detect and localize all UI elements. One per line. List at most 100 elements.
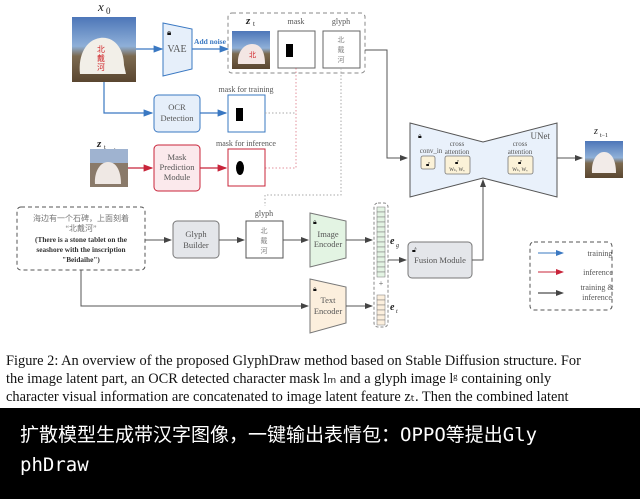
glyph-label-top: glyph: [332, 17, 350, 26]
zt-early-image: [90, 149, 128, 187]
lock-icon: 🔒︎: [313, 218, 317, 226]
svg-text:t: t: [253, 20, 255, 28]
svg-text:Prediction: Prediction: [160, 162, 196, 172]
glyph-box-mid: [245, 220, 284, 259]
svg-text:attention: attention: [508, 148, 533, 156]
eg-embedding: [376, 206, 386, 278]
headline-line: 扩散模型生成带汉字图像，一键输出表情包：OPPO等提出Gly: [20, 424, 538, 446]
arrow-fusion-unet: [472, 179, 486, 261]
embedding-cell: [376, 294, 386, 301]
svg-text:t: t: [104, 145, 106, 151]
unet-module: 🔒︎ UNet conv_in 🔓︎ cross attention 🔓︎ Wₖ…: [409, 122, 558, 198]
svg-text:conv_in: conv_in: [420, 147, 443, 155]
embedding-cell: [376, 226, 386, 233]
svg-text:海边有一个石碑，上面刻着: 海边有一个石碑，上面刻着: [33, 213, 129, 223]
mask-box: [277, 30, 316, 69]
svg-text:UNet: UNet: [531, 131, 551, 141]
legend-item-training-inference: training & inference: [538, 283, 614, 302]
mask-label: mask: [288, 17, 305, 26]
caption-line: the image latent part, an OCR detected c…: [6, 371, 552, 387]
svg-text:Wₖ, Wᵥ: Wₖ, Wᵥ: [512, 168, 528, 173]
svg-text:Detection: Detection: [160, 113, 194, 123]
legend-item-training: training: [538, 249, 612, 258]
arrow-x0-ocr: [103, 82, 154, 117]
svg-text:“北戴河”: “北戴河”: [65, 223, 97, 233]
svg-text:attention: attention: [445, 148, 470, 156]
figure-caption: Figure 2: An overview of the proposed Gl…: [6, 352, 638, 406]
svg-text:Mask: Mask: [168, 152, 188, 162]
arrow-prompt-textencoder: [80, 270, 309, 309]
embedding-cell: [376, 256, 386, 263]
embedding-cell: [376, 211, 386, 218]
svg-text:北: 北: [97, 45, 105, 54]
svg-text:戴: 戴: [261, 236, 268, 245]
add-noise-label: Add noise: [194, 37, 227, 46]
text-encoder-module: 🔒︎ Text Encoder: [309, 278, 347, 334]
et-embedding: [376, 294, 386, 326]
mask-inference-box: [227, 148, 266, 187]
embedding-cell: [376, 221, 386, 228]
svg-text:VAE: VAE: [167, 44, 186, 55]
svg-text:x: x: [97, 0, 104, 14]
svg-text:北: 北: [261, 227, 268, 235]
svg-text:戴: 戴: [338, 45, 345, 54]
svg-text:Image: Image: [317, 229, 338, 239]
svg-text:OCR: OCR: [168, 102, 186, 112]
svg-text:河: 河: [261, 247, 268, 255]
svg-text:Builder: Builder: [183, 240, 209, 250]
x0-image: 北 戴 河: [72, 17, 136, 82]
embedding-cell: [376, 319, 386, 326]
embedding-cell: [376, 241, 386, 248]
svg-text:Fusion Module: Fusion Module: [414, 255, 466, 265]
svg-text:戴: 戴: [97, 53, 105, 63]
svg-text:inference: inference: [583, 268, 613, 277]
svg-text:河: 河: [97, 62, 105, 72]
embedding-cell: [376, 304, 386, 311]
embedding-cell: [376, 266, 386, 273]
headline-line: phDraw: [20, 454, 89, 476]
svg-text:t: t: [396, 309, 398, 315]
svg-text:training &: training &: [580, 283, 614, 292]
svg-text:training: training: [588, 249, 613, 258]
embedding-cell: [376, 206, 386, 213]
mask-training-label: mask for training: [218, 85, 273, 94]
svg-text:"Beidaihe"): "Beidaihe"): [62, 255, 100, 264]
svg-text:Text: Text: [321, 295, 337, 305]
embedding-cell: [376, 246, 386, 253]
svg-text:Encoder: Encoder: [314, 306, 342, 316]
svg-text:cross: cross: [450, 140, 465, 148]
svg-text:inference: inference: [582, 293, 612, 302]
zt-image: 北: [232, 31, 270, 69]
lock-icon: 🔒︎: [313, 285, 317, 293]
svg-text:0: 0: [106, 6, 111, 16]
embedding-cell: [376, 216, 386, 223]
embedding-cell: [376, 236, 386, 243]
caption-line: Figure 2: An overview of the proposed Gl…: [6, 353, 581, 369]
unlock-icon: 🔓︎: [518, 160, 522, 166]
unlock-icon: 🔓︎: [426, 162, 430, 168]
arrow-latent-unet: [365, 49, 408, 161]
embedding-group: [373, 202, 389, 328]
svg-text:河: 河: [338, 56, 345, 64]
embedding-cell: [376, 314, 386, 321]
image-encoder-module: 🔒︎ Image Encoder: [309, 212, 347, 268]
svg-text:e: e: [390, 302, 395, 313]
embedding-cell: [376, 261, 386, 268]
unlock-icon: 🔓︎: [455, 160, 459, 166]
svg-text:Glyph: Glyph: [185, 229, 207, 239]
svg-text:Module: Module: [164, 172, 191, 182]
embedding-cell: [376, 271, 386, 278]
svg-text:z: z: [245, 15, 251, 27]
unlock-icon: 🔓︎: [412, 246, 417, 254]
svg-text:t−1: t−1: [600, 133, 608, 139]
headline-banner: 扩散模型生成带汉字图像，一键输出表情包：OPPO等提出Gly phDraw: [20, 420, 620, 480]
embedding-cell: [376, 299, 386, 306]
svg-text:北: 北: [338, 36, 345, 44]
svg-text:seashore with the inscription: seashore with the inscription: [36, 245, 125, 254]
caption-line: character visual information are concate…: [6, 389, 569, 405]
